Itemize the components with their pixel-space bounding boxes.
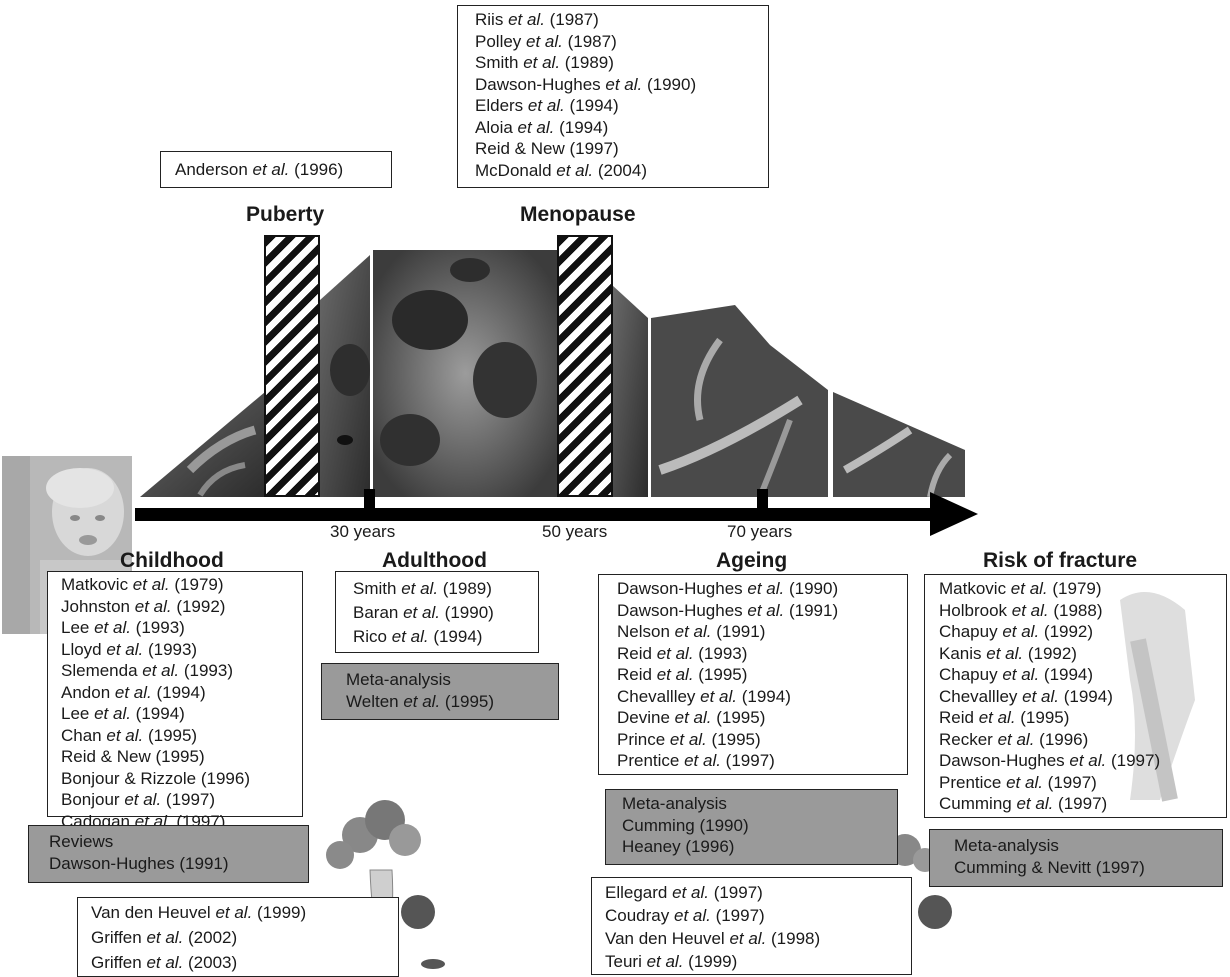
reference-item: Van den Heuvel et al. (1998) [605,929,821,948]
reference-item: Griffen et al. (2002) [91,928,238,947]
reference-item: Chapuy et al. (1992) [939,622,1094,641]
reference-item: Johnston et al. (1992) [61,596,226,616]
ageing-prebiotic-references-box: Ellegard et al. (1997) Coudray et al. (19… [591,877,912,975]
reference-item: Nelson et al. (1991) [617,622,766,641]
reference-item: Van den Heuvel et al. (1999) [91,903,307,922]
reference-item: Rico et al. (1994) [353,627,483,646]
reference-item: Chapuy et al. (1994) [939,665,1094,684]
reference-item: Smith et al. (1989) [475,53,614,72]
reference-item: Lee et al. (1994) [61,704,185,723]
reference-item: Reid & New (1995) [61,747,205,766]
reference-item: Prentice et al. (1997) [939,772,1097,792]
reference-item: Lloyd et al. (1993) [61,639,198,659]
tick-label-70: 70 years [727,522,793,541]
reference-item: Anderson et al. (1996) [175,160,344,179]
meta-analysis-title: Meta-analysis [622,794,727,813]
reference-item: Baran et al. (1990) [353,603,494,622]
reference-item: Cumming et al. (1997) [939,794,1108,813]
reference-item: Teuri et al. (1999) [605,952,738,971]
reference-item: Elders et al. (1994) [475,96,619,115]
reference-item: Chevallley et al. (1994) [617,686,791,706]
reference-item: Matkovic et al. (1979) [939,579,1102,598]
reference-item: Dawson-Hughes et al. (1990) [617,579,839,598]
menopause-references-box: Riis et al. (1987) Polley et al. (1987) Sm… [457,5,769,188]
reference-item: Chevallley et al. (1994) [939,686,1113,706]
reference-item: Matkovic et al. (1979) [61,575,224,594]
meta-analysis-reference: Welten et al. (1995) [346,691,495,711]
adulthood-references-box: Smith et al. (1989) Baran et al. (1990) Ri… [335,571,539,653]
reference-item: Polley et al. (1987) [475,31,617,51]
reviews-title: Reviews [49,832,114,851]
reviews-reference: Dawson-Hughes (1991) [49,853,229,873]
meta-analysis-title: Meta-analysis [954,836,1059,855]
tick-label-50: 50 years [542,522,608,541]
meta-analysis-reference: Cumming & Nevitt (1997) [954,857,1145,877]
puberty-heading: Puberty [246,203,325,226]
tick-label-30: 30 years [330,522,396,541]
reference-item: Chan et al. (1995) [61,725,198,745]
ageing-references-box: Dawson-Hughes et al. (1990) Dawson-Hughes… [598,574,908,775]
menopause-hatched-bar [557,235,613,497]
reference-item: Bonjour et al. (1997) [61,790,216,809]
reference-item: Coudray et al. (1997) [605,906,765,925]
reference-item: Kanis et al. (1992) [939,643,1077,663]
risk-of-fracture-references-box: Matkovic et al. (1979) Holbrook et al. (1… [924,574,1227,818]
puberty-references-box: Anderson et al. (1996) [160,151,392,188]
reference-item: Recker et al. (1996) [939,729,1089,749]
reference-item: Lee et al. (1993) [61,618,185,637]
reference-item: Holbrook et al. (1988) [939,600,1103,620]
reference-item: Ellegard et al. (1997) [605,883,763,902]
reference-item: Bonjour & Rizzole (1996) [61,768,250,788]
reference-item: Griffen et al. (2003) [91,953,238,972]
ageing-heading: Ageing [716,549,788,572]
meta-analysis-title: Meta-analysis [346,670,451,689]
reference-item: Reid et al. (1993) [617,643,748,663]
reference-item: Aloia et al. (1994) [475,117,609,137]
hand-with-root-illustration [1120,592,1195,802]
bone-micrograph-ageing [612,285,965,499]
meta-analysis-reference: Heaney (1996) [622,837,735,856]
reference-item: Devine et al. (1995) [617,708,766,727]
reference-item: Dawson-Hughes et al. (1997) [939,751,1161,770]
bone-micrograph-childhood [140,392,265,497]
menopause-heading: Menopause [520,203,636,226]
reference-item: Dawson-Hughes et al. (1991) [617,600,839,620]
puberty-hatched-bar [264,235,320,497]
childhood-references-box: Matkovic et al. (1979) Johnston et al. (1… [47,571,303,831]
reference-item: Reid et al. (1995) [939,708,1070,727]
reference-item: Prince et al. (1995) [617,729,761,749]
reference-item: Reid & New (1997) [475,139,619,158]
reference-item: Smith et al. (1989) [353,579,492,598]
reference-item: Reid et al. (1995) [617,665,748,684]
reference-item: Slemenda et al. (1993) [61,661,234,680]
reference-item: Riis et al. (1987) [475,10,599,29]
childhood-reviews-box: Reviews Dawson-Hughes (1991) [28,825,309,883]
reference-item: Andon et al. (1994) [61,682,206,702]
childhood-prebiotic-references-box: Van den Heuvel et al. (1999) Griffen et a… [77,897,399,977]
bone-micrograph-adulthood [320,250,558,497]
chicory-root-illustration-left [326,800,445,969]
reference-item: McDonald et al. (2004) [475,160,647,180]
risk-of-fracture-meta-analysis-box: Meta-analysis Cumming & Nevitt (1997) [929,829,1223,887]
reference-item: Dawson-Hughes et al. (1990) [475,74,697,94]
ageing-meta-analysis-box: Meta-analysis Cumming (1990) Heaney (199… [605,789,898,865]
reference-item: Prentice et al. (1997) [617,751,775,770]
childhood-heading: Childhood [120,549,224,572]
adulthood-heading: Adulthood [382,549,487,572]
timeline-arrow [135,489,978,536]
risk-of-fracture-heading: Risk of fracture [983,549,1138,572]
adulthood-meta-analysis-box: Meta-analysis Welten et al. (1995) [321,663,559,720]
meta-analysis-reference: Cumming (1990) [622,815,749,835]
